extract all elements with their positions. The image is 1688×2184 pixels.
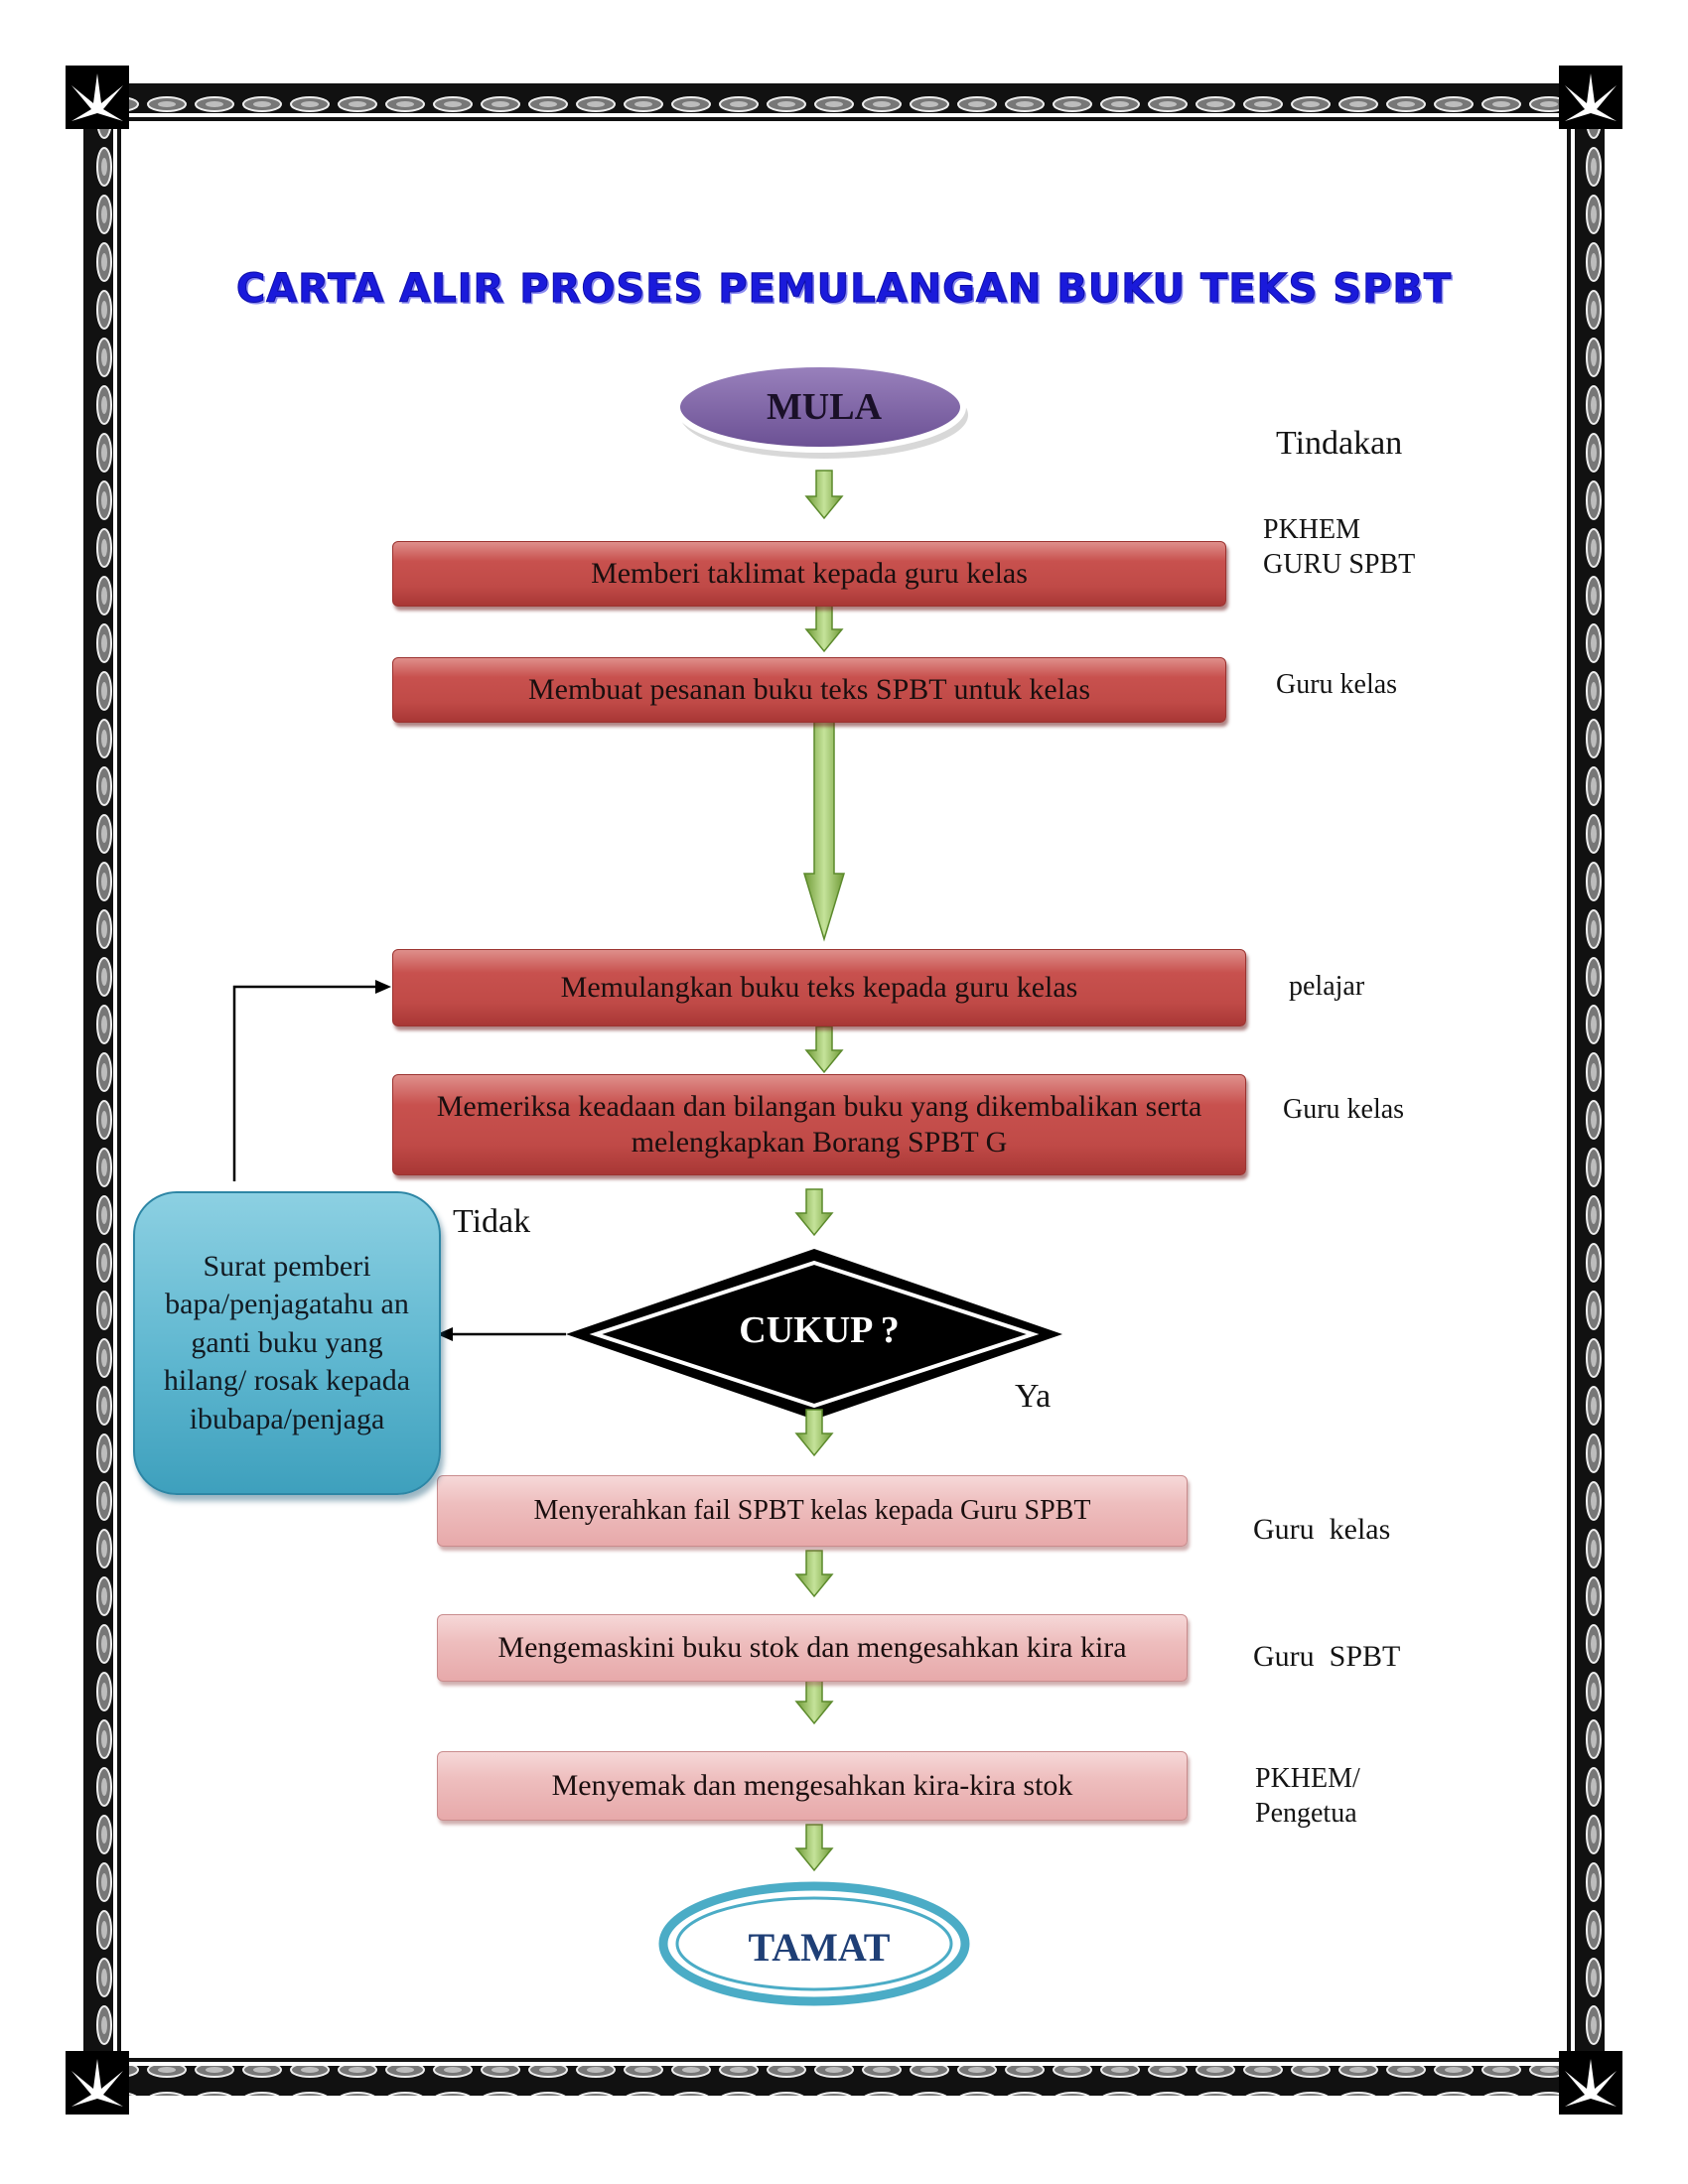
down-arrow-icon (794, 1188, 834, 1237)
step-order-textbooks: Membuat pesanan buku teks SPBT untuk kel… (392, 657, 1226, 723)
role-label: Guru kelas (1276, 669, 1398, 700)
loop-back-line (232, 985, 379, 1181)
down-arrow-icon (794, 1409, 834, 1457)
step-return-books: Memulangkan buku teks kepada guru kelas (392, 949, 1246, 1026)
start-ellipse (674, 361, 966, 453)
arrowhead-icon (375, 980, 391, 994)
no-label: Tidak (453, 1203, 531, 1240)
corner-ornament-icon (66, 2051, 129, 2115)
down-arrow-icon (804, 470, 844, 520)
role-label: pelajar (1289, 971, 1365, 1002)
step-inspect-books: Memeriksa keadaan dan bilangan buku yang… (392, 1074, 1246, 1175)
role-label: PKHEM/ Pengetua (1255, 1763, 1360, 1829)
down-arrow-icon (794, 1677, 834, 1725)
page-title: CARTA ALIR PROSES PEMULANGAN BUKU TEKS S… (235, 266, 1453, 313)
end-ellipse-inner (675, 1896, 953, 1991)
corner-ornament-icon (1559, 2051, 1622, 2115)
step-verify-stock: Menyemak dan mengesahkan kira-kira stok (437, 1751, 1188, 1821)
end-label: TAMAT (748, 1925, 891, 1970)
decision-label: CUKUP ? (739, 1309, 900, 1351)
role-label: Guru kelas (1283, 1094, 1405, 1125)
role-header: Tindakan (1276, 425, 1403, 462)
step-submit-file: Menyerahkan fail SPBT kelas kepada Guru … (437, 1475, 1188, 1547)
role-label: PKHEM GURU SPBT (1263, 514, 1416, 580)
down-arrow-icon (794, 1824, 834, 1872)
down-arrow-icon (802, 718, 846, 942)
decision-diamond (566, 1249, 1062, 1420)
replacement-letter-box: Surat pemberi bapa/penjagatahu an ganti … (133, 1191, 441, 1495)
down-arrow-icon (794, 1550, 834, 1598)
step-brief-teachers: Memberi taklimat kepada guru kelas (392, 541, 1226, 607)
corner-ornament-icon (66, 66, 129, 129)
role-label: Guru SPBT (1253, 1640, 1401, 1673)
corner-ornament-icon (1559, 66, 1622, 129)
start-label: MULA (766, 386, 883, 428)
down-arrow-icon (804, 1025, 844, 1074)
role-label: Guru kelas (1253, 1513, 1391, 1546)
step-update-stock: Mengemaskini buku stok dan mengesahkan k… (437, 1614, 1188, 1682)
yes-label: Ya (1015, 1378, 1052, 1415)
arrowhead-icon (437, 1327, 453, 1341)
down-arrow-icon (804, 603, 844, 653)
